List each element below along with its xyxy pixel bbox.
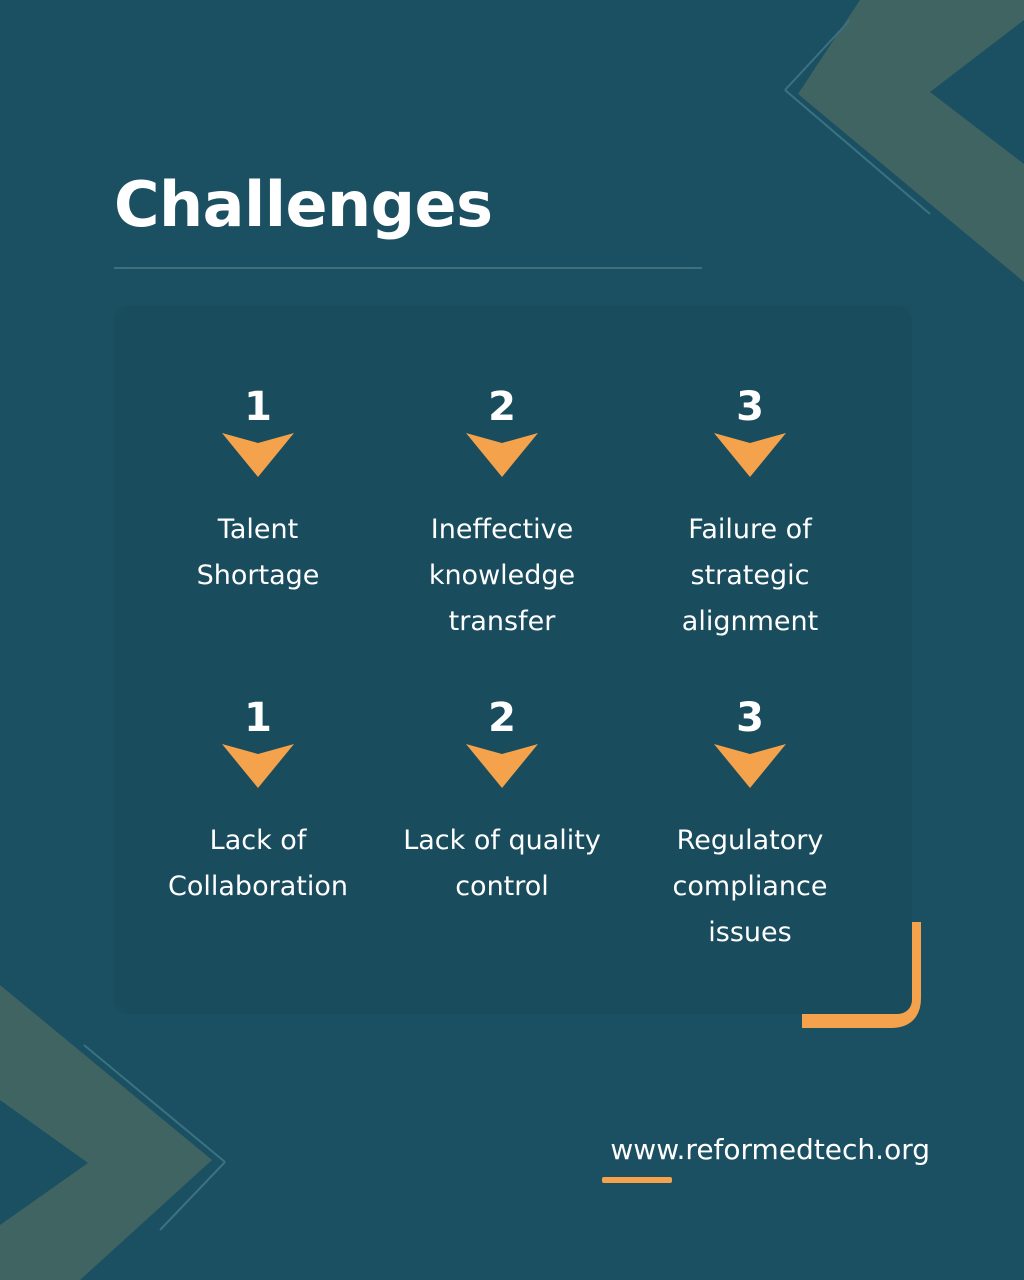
challenge-number: 2 (488, 695, 516, 741)
chevron-down-icon (714, 433, 786, 477)
challenge-label: Failure of strategic alignment (681, 514, 819, 637)
chevron-down-icon (466, 433, 538, 477)
bottom-left-chevron-line (159, 1161, 226, 1231)
orange-corner-bracket (802, 922, 921, 1028)
challenge-number: 1 (244, 695, 272, 741)
challenge-label: Lack of Collaboration (168, 825, 348, 902)
top-right-chevron-line (784, 19, 851, 91)
bottom-left-chevron-line (83, 1044, 226, 1163)
title-divider (114, 267, 702, 269)
challenge-item: 1 Talent Shortage (133, 383, 383, 599)
chevron-down-icon (222, 433, 294, 477)
chevron-down-icon (222, 744, 294, 788)
challenge-label: Talent Shortage (196, 514, 320, 591)
challenges-panel (114, 306, 912, 1014)
challenge-label: Lack of quality control (403, 825, 601, 902)
challenge-item: 3 Regulatory compliance issues (625, 694, 875, 956)
challenge-number: 1 (244, 384, 272, 430)
challenge-number: 3 (736, 695, 764, 741)
bottom-left-chevron-shape (0, 985, 212, 1280)
challenge-label: Ineffective knowledge transfer (428, 514, 576, 637)
challenge-number: 3 (736, 384, 764, 430)
challenge-item: 2 Ineffective knowledge transfer (377, 383, 627, 645)
challenge-number: 2 (488, 384, 516, 430)
top-right-chevron-line (784, 89, 931, 215)
challenge-item: 3 Failure of strategic alignment (625, 383, 875, 645)
website-underline (602, 1177, 672, 1183)
challenge-label: Regulatory compliance issues (672, 825, 828, 948)
top-right-chevron-shape (798, 0, 1024, 282)
challenge-item: 2 Lack of quality control (377, 694, 627, 910)
page-title: Challenges (114, 168, 493, 241)
chevron-down-icon (714, 744, 786, 788)
website-link[interactable]: www.reformedtech.org (610, 1133, 930, 1166)
chevron-down-icon (466, 744, 538, 788)
challenge-item: 1 Lack of Collaboration (133, 694, 383, 910)
